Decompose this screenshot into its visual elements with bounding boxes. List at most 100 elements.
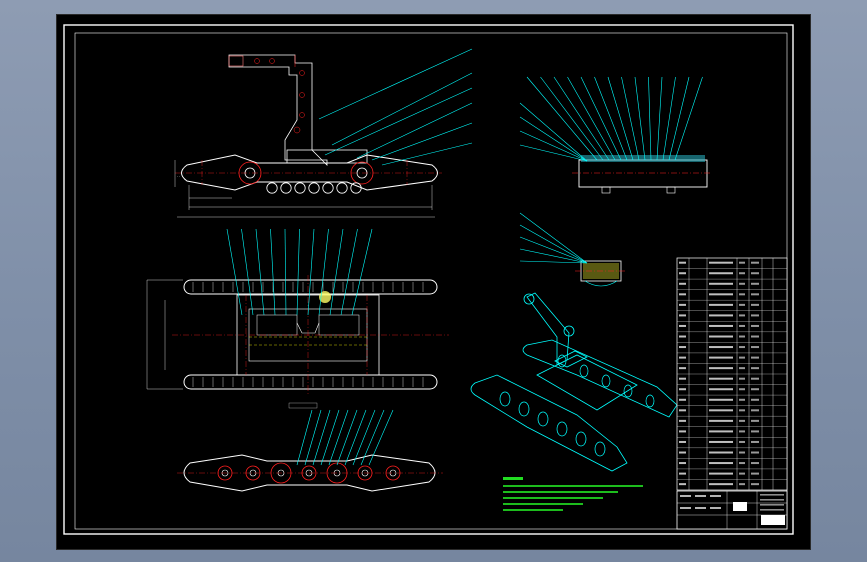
table-cell xyxy=(679,483,686,486)
leader-line xyxy=(270,228,276,316)
leader-line xyxy=(519,130,588,162)
table-cell xyxy=(709,398,733,401)
leader-lines xyxy=(296,409,394,466)
table-cell xyxy=(739,261,745,264)
table-cell xyxy=(709,261,733,264)
leader-line xyxy=(255,228,265,316)
iso-gripper xyxy=(523,293,535,305)
table-cell xyxy=(709,472,733,475)
isometric-view[interactable] xyxy=(470,292,678,472)
detail-foot-r xyxy=(666,186,676,194)
table-cell xyxy=(739,462,745,465)
table-cell xyxy=(739,451,745,454)
dim-text: ·· xyxy=(177,174,180,179)
table-cell xyxy=(679,398,686,401)
bottom-view[interactable] xyxy=(177,402,443,492)
table-cell xyxy=(751,483,759,486)
table-cell xyxy=(709,346,733,349)
leader-line xyxy=(634,76,646,161)
leader-lines xyxy=(226,228,373,316)
top-view[interactable] xyxy=(146,228,449,395)
detail-base xyxy=(584,280,618,287)
technical-notes xyxy=(503,477,643,511)
table-cell xyxy=(679,261,686,264)
table-cell xyxy=(679,346,686,349)
drawing-viewport[interactable]: ·· xyxy=(56,14,811,550)
table-cell xyxy=(739,398,745,401)
table-cell xyxy=(739,409,745,412)
leader-line xyxy=(526,76,598,161)
road-wheel xyxy=(336,182,348,194)
iso-chassis xyxy=(536,354,638,411)
table-cell xyxy=(679,440,686,443)
table-cell xyxy=(751,472,759,475)
table-cell xyxy=(709,419,733,422)
road-wheel xyxy=(308,182,320,194)
table-cell xyxy=(739,356,745,359)
outer-border xyxy=(63,24,794,535)
side-view[interactable]: ·· xyxy=(174,48,473,218)
table-cell xyxy=(751,261,759,264)
table-cell xyxy=(709,409,733,412)
table-cell xyxy=(709,314,733,317)
table-cell xyxy=(679,293,686,296)
iso-wheel xyxy=(499,391,511,407)
note-line xyxy=(503,491,618,493)
table-cell xyxy=(739,272,745,275)
table-cell xyxy=(739,388,745,391)
leader-line xyxy=(284,228,287,316)
leader-line xyxy=(668,76,690,161)
table-cell xyxy=(751,303,759,306)
table-cell xyxy=(679,377,686,380)
centerlines xyxy=(172,275,449,395)
note-line xyxy=(503,509,563,511)
table-cell xyxy=(751,430,759,433)
table-cell xyxy=(751,377,759,380)
table-cell xyxy=(709,440,733,443)
leader-line xyxy=(329,228,344,316)
leader-lines xyxy=(519,76,703,162)
notes-title-mark xyxy=(503,477,523,480)
detail-view-2[interactable] xyxy=(519,212,627,287)
table-cell xyxy=(751,440,759,443)
leader-line xyxy=(519,102,588,162)
leader-line xyxy=(318,228,329,316)
leader-line xyxy=(519,236,588,264)
title-block-cells xyxy=(680,494,784,511)
center-bracket xyxy=(296,322,320,334)
table-cell xyxy=(739,430,745,433)
table-cell xyxy=(679,303,686,306)
track-outline xyxy=(183,454,436,492)
leader-line xyxy=(594,76,628,161)
table-cell xyxy=(739,377,745,380)
iso-road-wheels xyxy=(557,354,655,408)
drawing-number-box xyxy=(761,515,785,525)
table-cell xyxy=(751,451,759,454)
table-cell xyxy=(679,272,686,275)
leader-line xyxy=(368,409,394,466)
table-cell xyxy=(709,303,733,306)
tread-marks xyxy=(192,282,424,292)
leader-line xyxy=(656,76,663,161)
leader-line xyxy=(540,76,604,161)
leader-line xyxy=(621,76,640,161)
table-cell xyxy=(739,440,745,443)
leader-line xyxy=(296,409,313,466)
iso-road-wheels xyxy=(499,391,606,457)
iso-wheel xyxy=(623,384,633,398)
title-block[interactable] xyxy=(676,490,788,530)
leader-line xyxy=(320,409,340,466)
table-cell xyxy=(739,314,745,317)
parts-list-table[interactable] xyxy=(676,257,788,491)
title-stamp xyxy=(733,502,747,511)
table-cell xyxy=(751,282,759,285)
leader-line xyxy=(296,228,300,316)
dimensions xyxy=(146,279,183,390)
table-cell xyxy=(751,272,759,275)
leader-line xyxy=(312,409,331,466)
leader-line xyxy=(340,228,358,316)
iso-wheel xyxy=(557,354,567,368)
track-outline xyxy=(181,154,438,191)
detail-view-1[interactable] xyxy=(519,76,712,194)
